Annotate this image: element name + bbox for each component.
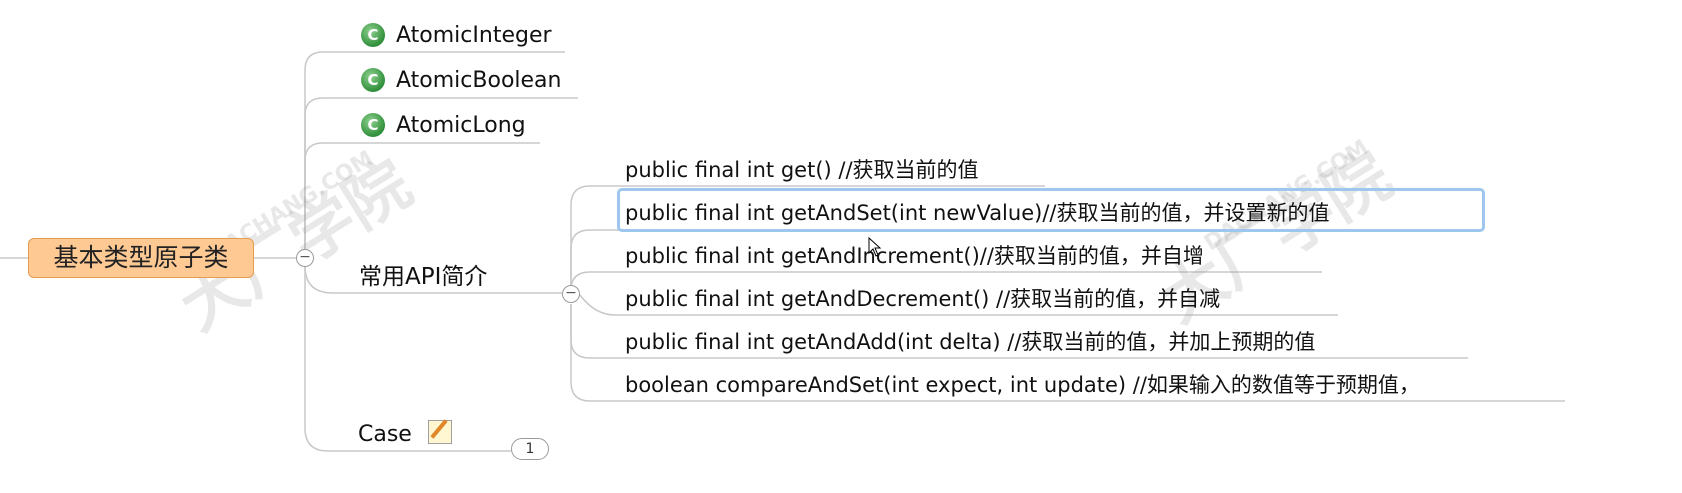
class-icon: C [361,113,385,137]
root-topic[interactable]: 基本类型原子类 [28,238,254,278]
topic-atomic-integer[interactable]: C AtomicInteger [361,22,552,50]
mouse-cursor-icon [868,237,882,257]
class-icon: C [361,23,385,47]
topic-label: AtomicLong [396,113,526,138]
api-item[interactable]: boolean compareAndSet(int expect, int up… [625,373,1420,397]
api-item-selected[interactable]: public final int getAndSet(int newValue)… [625,201,1330,225]
api-item[interactable]: public final int getAndIncrement()//获取当前… [625,244,1204,268]
selection-highlight [617,188,1485,232]
root-collapse-toggle[interactable]: − [296,249,314,267]
api-item[interactable]: public final int getAndDecrement() //获取当… [625,287,1221,311]
api-collapse-toggle[interactable]: − [562,285,580,303]
topic-label: AtomicInteger [396,23,552,48]
notes-count-badge[interactable]: 1 [511,438,549,460]
note-icon[interactable] [427,420,452,444]
class-icon: C [361,68,385,92]
topic-atomic-long[interactable]: C AtomicLong [361,112,526,140]
api-item[interactable]: public final int get() //获取当前的值 [625,158,979,182]
topic-label: Case [358,422,412,447]
topic-label: AtomicBoolean [396,68,562,93]
topic-api-overview[interactable]: 常用API简介 [359,264,488,290]
topic-atomic-boolean[interactable]: C AtomicBoolean [361,67,561,95]
topic-case[interactable]: Case [358,420,452,449]
api-item[interactable]: public final int getAndAdd(int delta) //… [625,330,1316,354]
